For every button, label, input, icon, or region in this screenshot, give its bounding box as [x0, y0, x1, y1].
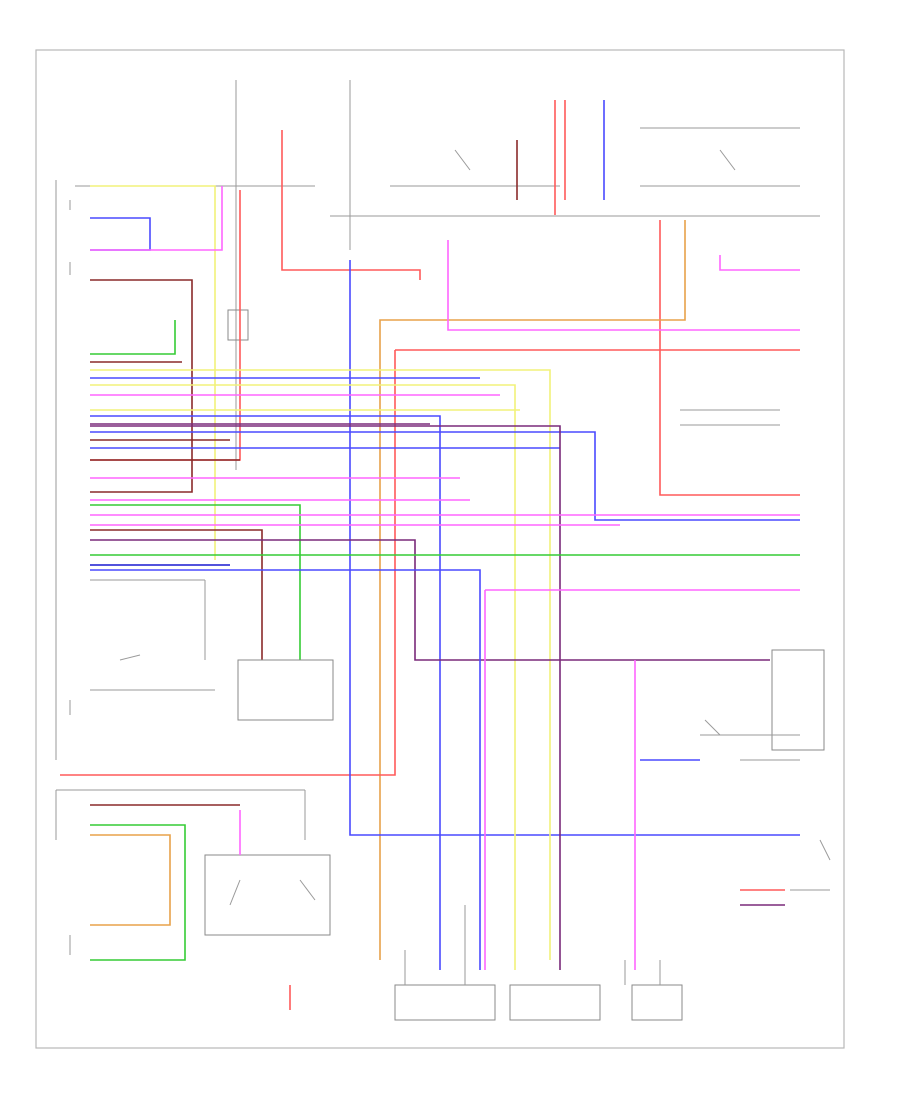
actuator-right [624, 960, 683, 1021]
wire-pink-right [719, 255, 800, 271]
wire-green-bottom [90, 824, 186, 961]
diagram-frame [35, 49, 845, 1049]
left-components [55, 180, 334, 955]
wire-red-top [281, 130, 421, 280]
fuse-area [75, 80, 820, 470]
wire-red-fuse [554, 100, 566, 215]
actuator-middle [509, 984, 601, 1021]
wire-orange-bottom [90, 834, 171, 926]
wire-pink-long [447, 240, 800, 331]
wire-yellow-top [90, 185, 216, 560]
left-connector-wires [90, 320, 800, 970]
wire-red-long [60, 349, 800, 776]
wire-red-side [90, 190, 241, 461]
wire-pink-top [90, 186, 223, 251]
actuator-left [394, 905, 496, 1021]
wire-blue-switch [90, 217, 151, 251]
wire-orange-right [379, 220, 686, 960]
right-components [680, 409, 831, 891]
wire-maroon-side [90, 279, 193, 493]
wire-blue-vertical [349, 260, 800, 836]
wire-red-right [659, 220, 800, 496]
